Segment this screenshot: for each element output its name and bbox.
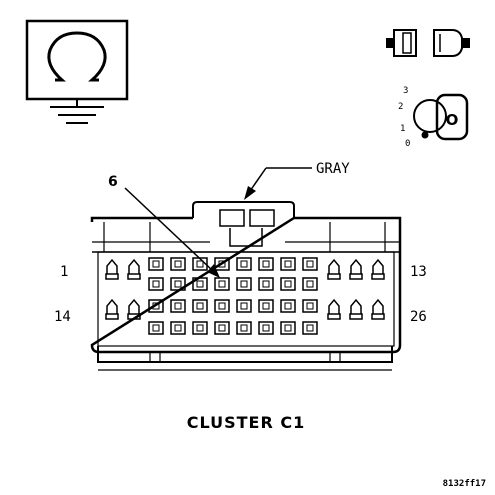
terminal-cavity-21 bbox=[258, 299, 274, 335]
terminal-cavity-18 bbox=[192, 299, 208, 335]
terminal-cavity-25 bbox=[349, 298, 363, 320]
terminal-cavity-3 bbox=[148, 257, 164, 291]
color-label: GRAY bbox=[316, 161, 350, 177]
terminal-cavity-19 bbox=[214, 299, 230, 335]
pin-label-1: 1 bbox=[60, 264, 68, 280]
pin-label-26: 26 bbox=[410, 309, 427, 325]
disconnect-connector-icon bbox=[386, 29, 470, 57]
connector-title: CLUSTER C1 bbox=[187, 413, 306, 432]
terminal-cavity-2 bbox=[127, 258, 141, 280]
terminal-cavity-4 bbox=[170, 257, 186, 291]
terminal-cavity-8 bbox=[258, 257, 274, 291]
terminal-cavity-15 bbox=[127, 298, 141, 320]
terminal-cavity-23 bbox=[302, 299, 318, 335]
terminal-cavity-13 bbox=[371, 258, 385, 280]
terminal-cavity-7 bbox=[236, 257, 252, 291]
terminal-cavity-24 bbox=[327, 298, 341, 320]
key-position-0: 0 bbox=[405, 139, 410, 149]
key-position-3: 3 bbox=[403, 86, 408, 96]
terminal-cavity-11 bbox=[327, 258, 341, 280]
terminal-cavity-6 bbox=[214, 257, 230, 291]
terminal-cavity-10 bbox=[302, 257, 318, 291]
terminal-cavity-16 bbox=[148, 299, 164, 335]
pin-label-14: 14 bbox=[54, 309, 71, 325]
figure-code: 8132ff17 bbox=[443, 479, 486, 489]
callout-arrow bbox=[124, 187, 220, 278]
ignition-key-icon: 3 2 1 0 O bbox=[398, 86, 469, 149]
connector-body bbox=[90, 201, 402, 371]
terminal-cavity-22 bbox=[280, 299, 296, 335]
terminal-cavity-9 bbox=[280, 257, 296, 291]
pin-label-13: 13 bbox=[410, 264, 427, 280]
key-position-1: 1 bbox=[400, 124, 405, 134]
ohmmeter-icon bbox=[25, 19, 129, 124]
terminal-cavity-26 bbox=[371, 298, 385, 320]
gray-pointer-arrow bbox=[244, 167, 312, 200]
terminal-cavity-12 bbox=[349, 258, 363, 280]
terminal-cavity-5 bbox=[192, 257, 208, 291]
terminal-cavity-17 bbox=[170, 299, 186, 335]
terminal-cavity-1 bbox=[105, 258, 119, 280]
terminal-cavity-14 bbox=[105, 298, 119, 320]
key-position-2: 2 bbox=[398, 102, 403, 112]
terminal-cavity-20 bbox=[236, 299, 252, 335]
callout-pin-number: 6 bbox=[108, 174, 118, 190]
key-face-letter: O bbox=[446, 111, 459, 129]
